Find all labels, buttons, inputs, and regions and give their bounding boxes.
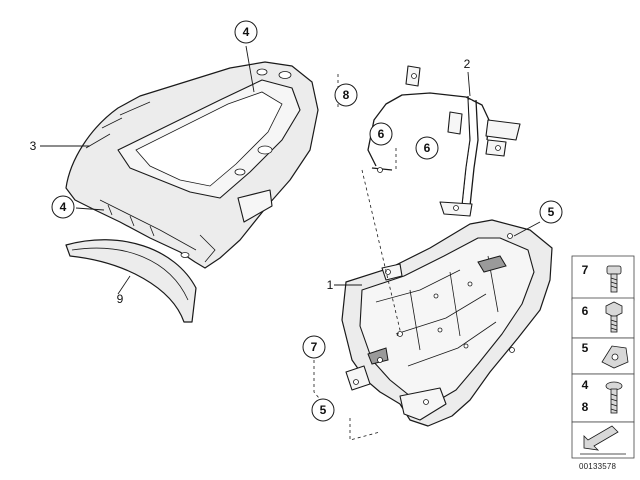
tray-part	[341, 219, 553, 427]
direction-arrow-icon	[580, 425, 626, 455]
button-screw-icon	[605, 381, 623, 414]
legend-item-4-label: 4	[582, 378, 589, 392]
callout-1: 1	[327, 278, 334, 292]
callout-9-label: 9	[117, 292, 124, 306]
callout-6-left-label: 6	[378, 127, 385, 141]
callout-2-label: 2	[464, 57, 471, 71]
callout-6-right: 6	[415, 136, 439, 160]
legend-item-8-label: 8	[582, 400, 589, 414]
callout-3-label: 3	[30, 139, 37, 153]
diagram-id: 00133578	[579, 462, 617, 471]
hardware-legend: 7 6 5 4 8	[571, 255, 635, 459]
screw-icon	[606, 265, 622, 293]
callout-6-right-label: 6	[424, 141, 431, 155]
callout-8-label: 8	[343, 88, 350, 102]
legend-item-5: 5	[582, 341, 629, 369]
legend-item-7-label: 7	[582, 263, 589, 277]
seat-cowl-part	[65, 61, 319, 269]
callout-2: 2	[464, 57, 471, 71]
legend-item-4: 4 8	[582, 378, 623, 414]
callout-8: 8	[334, 83, 358, 107]
callout-9: 9	[117, 292, 124, 306]
callout-4-top: 4	[234, 20, 258, 44]
hex-bolt-icon	[605, 301, 623, 333]
bracket-part	[362, 65, 521, 217]
callout-4-left: 4	[51, 195, 75, 219]
callout-4-top-label: 4	[243, 25, 250, 39]
callout-7: 7	[302, 335, 326, 359]
callout-5-right-label: 5	[548, 205, 555, 219]
legend-item-6-label: 6	[582, 304, 589, 318]
legend-item-6: 6	[582, 301, 623, 333]
callout-1-label: 1	[327, 278, 334, 292]
callout-6-left: 6	[369, 122, 393, 146]
callout-3: 3	[30, 139, 37, 153]
legend-item-5-label: 5	[582, 341, 589, 355]
trim-strip-part	[65, 239, 197, 323]
clip-nut-icon	[601, 345, 629, 369]
callout-5-right: 5	[539, 200, 563, 224]
legend-item-7: 7	[582, 263, 622, 293]
callout-5-bottom-label: 5	[320, 403, 327, 417]
callout-5-bottom: 5	[311, 398, 335, 422]
callout-7-label: 7	[311, 340, 318, 354]
callout-4-left-label: 4	[60, 200, 67, 214]
